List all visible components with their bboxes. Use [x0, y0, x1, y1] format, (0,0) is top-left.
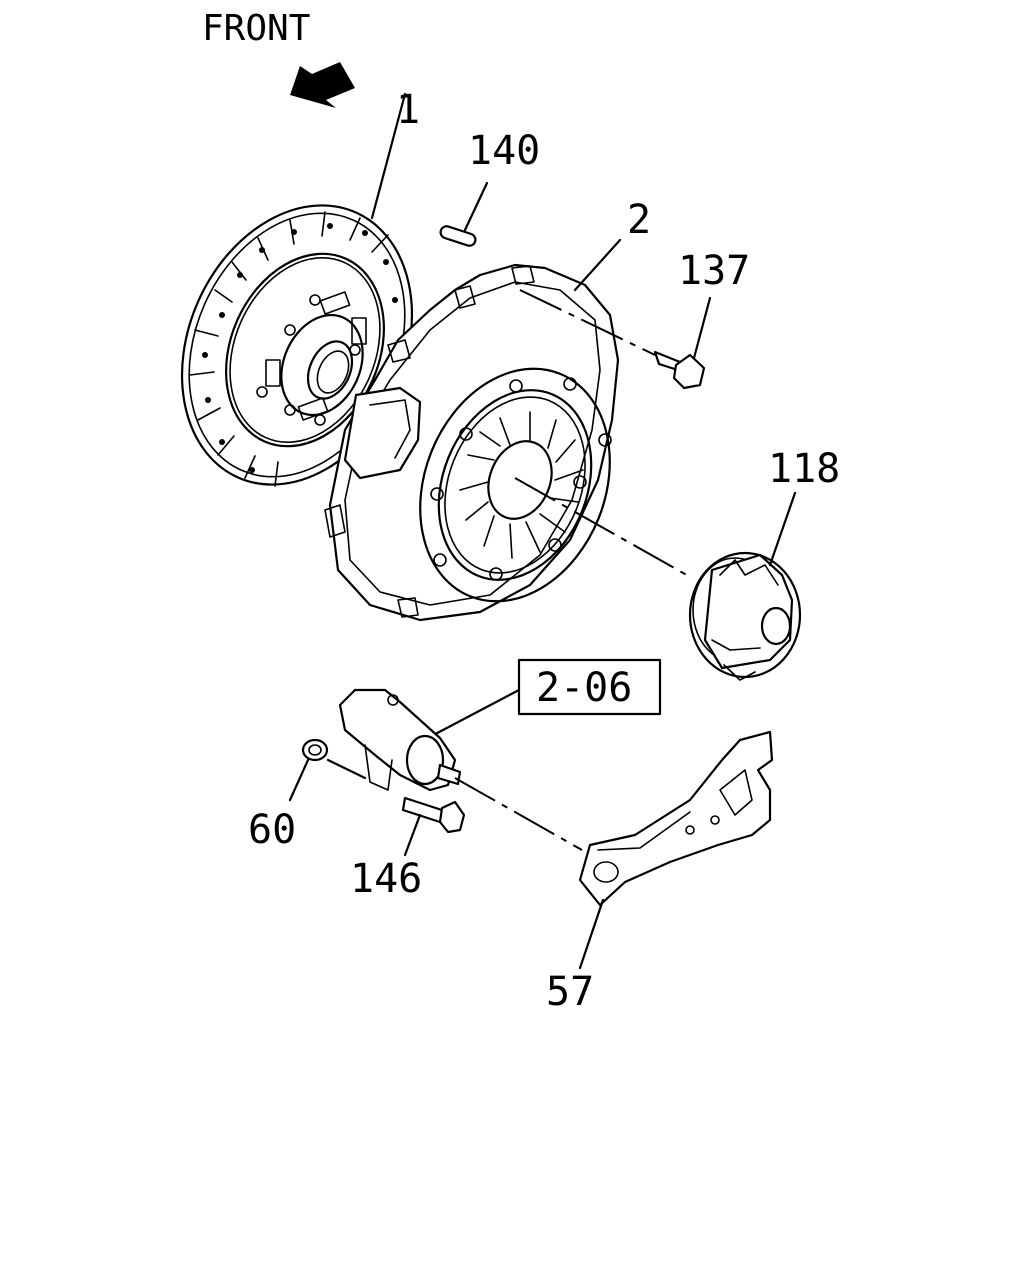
axis-line-bolt	[519, 289, 656, 356]
release-fork-part	[578, 730, 774, 907]
label-1: 1	[396, 87, 420, 133]
axis-line-bearing	[514, 477, 693, 579]
nut-60-part	[301, 738, 329, 762]
front-label: FRONT	[202, 8, 310, 49]
leader-2	[573, 238, 622, 292]
leader-2-06	[422, 688, 521, 742]
pressure-plate-part	[324, 263, 620, 622]
leader-146	[403, 813, 422, 857]
axis-line-fork	[454, 777, 583, 851]
label-118: 118	[768, 446, 840, 492]
ref-box-2-06	[517, 658, 662, 716]
label-2-06: 2-06	[536, 665, 632, 711]
leader-60	[288, 758, 310, 802]
leader-57	[578, 898, 605, 970]
label-140: 140	[468, 128, 540, 174]
bolt-146-part	[401, 796, 466, 834]
leader-60-link	[326, 758, 367, 780]
release-bearing-part	[688, 551, 802, 681]
leader-118	[768, 491, 797, 567]
bolt-137-part	[653, 350, 706, 390]
label-146: 146	[350, 856, 422, 902]
label-137: 137	[678, 248, 750, 294]
label-57: 57	[546, 969, 594, 1015]
label-60: 60	[248, 807, 296, 853]
leader-137	[692, 296, 712, 360]
slave-cylinder-part	[338, 688, 462, 792]
leader-1	[370, 92, 407, 220]
leader-140	[463, 181, 489, 232]
pilot-pin-part	[439, 225, 477, 247]
label-2: 2	[627, 197, 651, 243]
front-arrow-icon	[290, 62, 355, 108]
